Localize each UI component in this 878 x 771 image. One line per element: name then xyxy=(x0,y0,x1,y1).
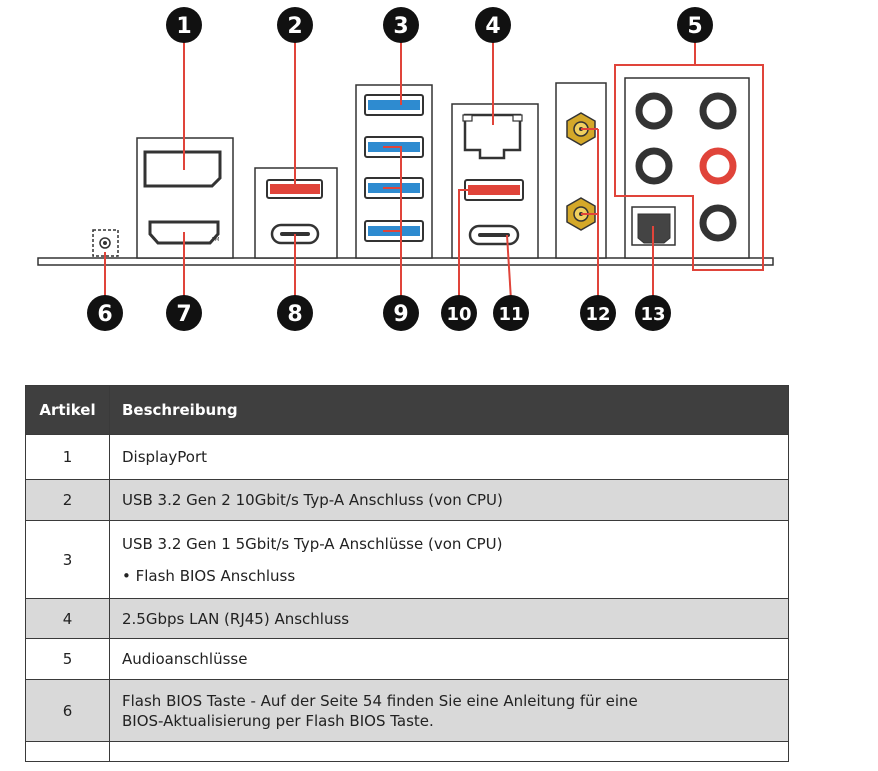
callout-12-label: 12 xyxy=(585,304,610,325)
row-description: DisplayPort xyxy=(109,434,789,480)
header-item: Artikel xyxy=(25,385,110,435)
row-description: USB 3.2 Gen 2 10Gbit/s Typ-A Anschluss (… xyxy=(109,479,789,521)
callout-4: 4 xyxy=(475,7,511,43)
callout-12: 12 xyxy=(580,295,616,331)
table-row: 5 Audioanschlüsse xyxy=(25,638,789,680)
callout-4-label: 4 xyxy=(485,14,500,39)
callout-5-label: 5 xyxy=(687,14,702,39)
callout-6-label: 6 xyxy=(97,302,112,327)
callout-8: 8 xyxy=(277,295,313,331)
leader-lines xyxy=(104,40,696,301)
rear-io-diagram: TM xyxy=(37,7,774,331)
audio-highlight-frame xyxy=(614,64,764,271)
callout-7-label: 7 xyxy=(176,302,191,327)
callout-9: 9 xyxy=(383,295,419,331)
table-row: 4 2.5Gbps LAN (RJ45) Anschluss xyxy=(25,598,789,639)
io-baseline xyxy=(37,257,774,266)
callout-5: 5 xyxy=(677,7,713,43)
table-row: 3 USB 3.2 Gen 1 5Gbit/s Typ-A Anschlüsse… xyxy=(25,520,789,599)
row-description: Audioanschlüsse xyxy=(109,638,789,680)
callout-2-label: 2 xyxy=(287,14,302,39)
usb-blue-stack xyxy=(355,84,433,259)
row-number: 2 xyxy=(25,479,110,521)
row-description-text: Flash BIOS Taste - Auf der Seite 54 find… xyxy=(122,691,638,710)
callout-7: 7 xyxy=(166,295,202,331)
callout-11: 11 xyxy=(493,295,529,331)
callout-3: 3 xyxy=(383,7,419,43)
callout-11-label: 11 xyxy=(498,304,523,325)
callout-10: 10 xyxy=(441,295,477,331)
row-bullet-text: Flash BIOS Anschluss xyxy=(122,566,776,586)
row-description: Flash BIOS Taste - Auf der Seite 54 find… xyxy=(109,679,789,742)
header-description: Beschreibung xyxy=(109,385,789,435)
row-number: 6 xyxy=(25,679,110,742)
flash-bios-button xyxy=(92,229,119,257)
callout-2: 2 xyxy=(277,7,313,43)
row-number: 4 xyxy=(25,598,110,639)
table-row: 1 DisplayPort xyxy=(25,434,789,480)
row-description: USB 3.2 Gen 1 5Gbit/s Typ-A Anschlüsse (… xyxy=(109,520,789,599)
row-number: 1 xyxy=(25,434,110,480)
lan-usb-block xyxy=(451,103,539,259)
callout-8-label: 8 xyxy=(287,302,302,327)
callout-10-label: 10 xyxy=(446,304,471,325)
audio-block xyxy=(624,77,750,259)
row-number: 5 xyxy=(25,638,110,680)
callout-9-label: 9 xyxy=(393,302,408,327)
row-description: 2.5Gbps LAN (RJ45) Anschluss xyxy=(109,598,789,639)
row-description-text: BIOS-Aktualisierung per Flash BIOS Taste… xyxy=(122,711,434,730)
callout-3-label: 3 xyxy=(393,14,408,39)
table-row: 6 Flash BIOS Taste - Auf der Seite 54 fi… xyxy=(25,679,789,742)
callout-1-label: 1 xyxy=(176,14,191,39)
row-number: 3 xyxy=(25,520,110,599)
callout-13-label: 13 xyxy=(640,304,665,325)
row-description-text: USB 3.2 Gen 2 10Gbit/s Typ-A Anschluss (… xyxy=(122,491,503,509)
row-description-text: USB 3.2 Gen 1 5Gbit/s Typ-A Anschlüsse (… xyxy=(122,534,503,553)
row-description-text: 2.5Gbps LAN (RJ45) Anschluss xyxy=(122,609,350,628)
row-description-text: Audioanschlüsse xyxy=(122,650,248,668)
callout-1: 1 xyxy=(166,7,202,43)
row-description-text: DisplayPort xyxy=(122,448,208,466)
row-description xyxy=(109,741,789,762)
callout-13: 13 xyxy=(635,295,671,331)
table-header-row: Artikel Beschreibung xyxy=(25,385,789,435)
table-row-partial xyxy=(25,741,789,762)
svg-text:TM: TM xyxy=(211,237,219,243)
callout-6: 6 xyxy=(87,295,123,331)
io-description-table: Artikel Beschreibung 1 DisplayPort 2 USB… xyxy=(25,385,789,762)
table-row: 2 USB 3.2 Gen 2 10Gbit/s Typ-A Anschluss… xyxy=(25,479,789,521)
row-number xyxy=(25,741,110,762)
